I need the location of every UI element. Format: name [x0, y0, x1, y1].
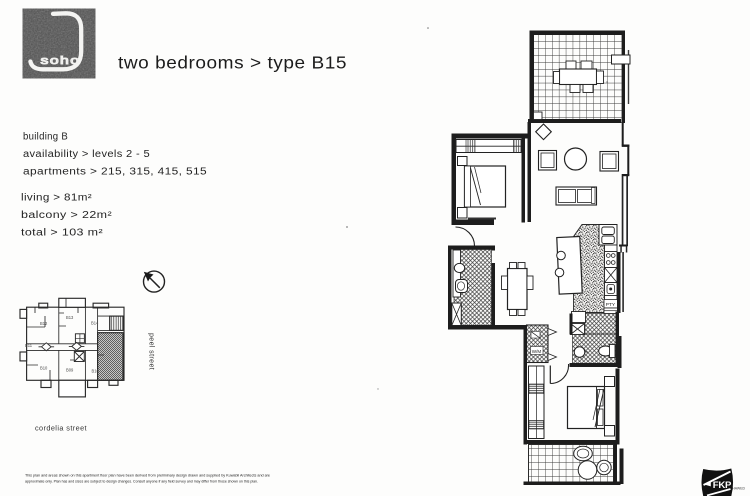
svg-text:B09: B09: [66, 368, 74, 373]
svg-text:apartments > 215, 315, 415, 51: apartments > 215, 315, 415, 515: [23, 167, 207, 178]
svg-text:B12: B12: [40, 321, 48, 326]
svg-text:PTY: PTY: [606, 302, 616, 308]
svg-text:living > 81m²: living > 81m²: [21, 193, 93, 204]
svg-text:cordelia street: cordelia street: [35, 426, 87, 433]
svg-text:approximate only. Plan has and: approximate only. Plan has and sizes are…: [25, 480, 258, 484]
svg-text:B10: B10: [40, 366, 48, 371]
svg-text:B13: B13: [66, 315, 74, 320]
svg-text:HAWED: HAWED: [732, 487, 745, 491]
svg-text:two bedrooms > type B15: two bedrooms > type B15: [118, 53, 347, 73]
svg-text:B16: B16: [92, 369, 100, 374]
svg-text:W/M: W/M: [532, 349, 542, 354]
svg-text:building B: building B: [23, 132, 68, 143]
svg-text:peel street: peel street: [148, 333, 155, 370]
svg-text:soho: soho: [41, 55, 81, 67]
svg-text:total > 103 m²: total > 103 m²: [21, 228, 104, 239]
svg-text:B14: B14: [91, 321, 99, 326]
svg-text:This plan and areas shown on t: This plan and areas shown on this apartm…: [25, 474, 270, 478]
svg-text:FKP: FKP: [713, 480, 732, 491]
svg-text:balcony > 22m²: balcony > 22m²: [21, 210, 113, 221]
svg-text:B11: B11: [25, 343, 33, 348]
svg-text:availability > levels 2 - 5: availability > levels 2 - 5: [23, 149, 150, 160]
